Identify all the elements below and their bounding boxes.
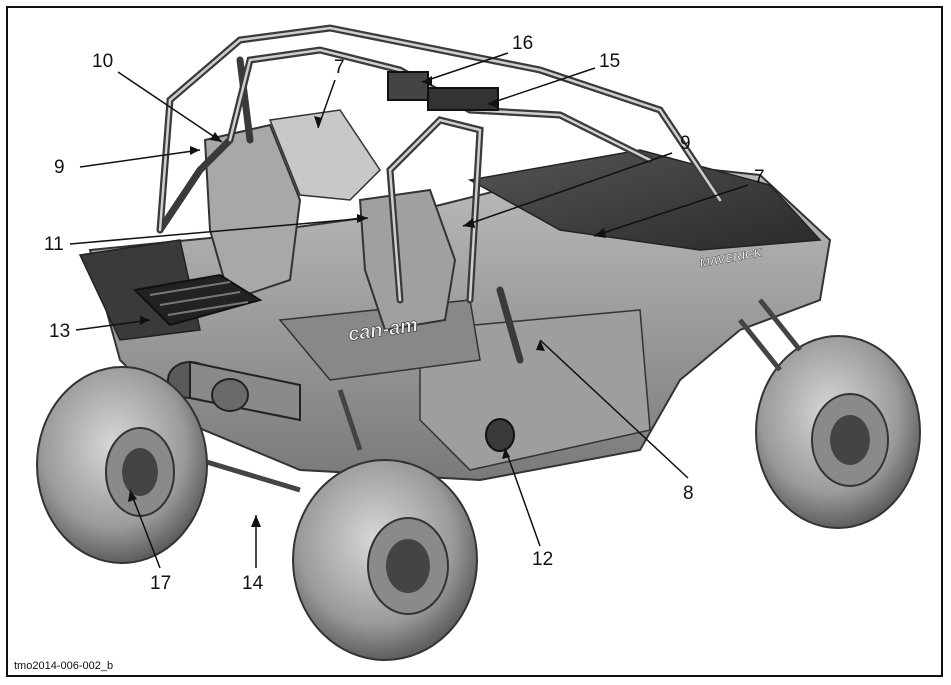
leader-arrowheads — [128, 76, 606, 527]
leader-lines — [69, 52, 749, 569]
callout-9-left: 9 — [54, 157, 65, 178]
exhaust — [167, 360, 301, 422]
cargo-rack — [132, 273, 263, 327]
figure-id: tmo2014-006-002_b — [14, 660, 114, 672]
callout-15: 15 — [599, 51, 621, 72]
fuel-cap — [485, 418, 515, 452]
callout-7-right: 7 — [754, 167, 765, 188]
rear-view-mirror — [387, 71, 429, 101]
callout-10: 10 — [92, 51, 114, 72]
callout-11: 11 — [44, 234, 64, 255]
front-right-wheel — [755, 335, 921, 529]
callout-17: 17 — [150, 573, 172, 594]
dome-light — [427, 87, 499, 111]
callout-8: 8 — [683, 483, 694, 504]
rear-left-wheel — [36, 366, 208, 564]
callout-13: 13 — [49, 321, 71, 342]
callout-16: 16 — [512, 33, 534, 54]
callout-9-right: 9 — [680, 133, 691, 154]
seats — [203, 109, 457, 332]
callout-12: 12 — [532, 549, 554, 570]
callout-7-top: 7 — [334, 57, 345, 78]
callout-14: 14 — [242, 573, 264, 594]
rear-right-wheel — [292, 459, 478, 661]
